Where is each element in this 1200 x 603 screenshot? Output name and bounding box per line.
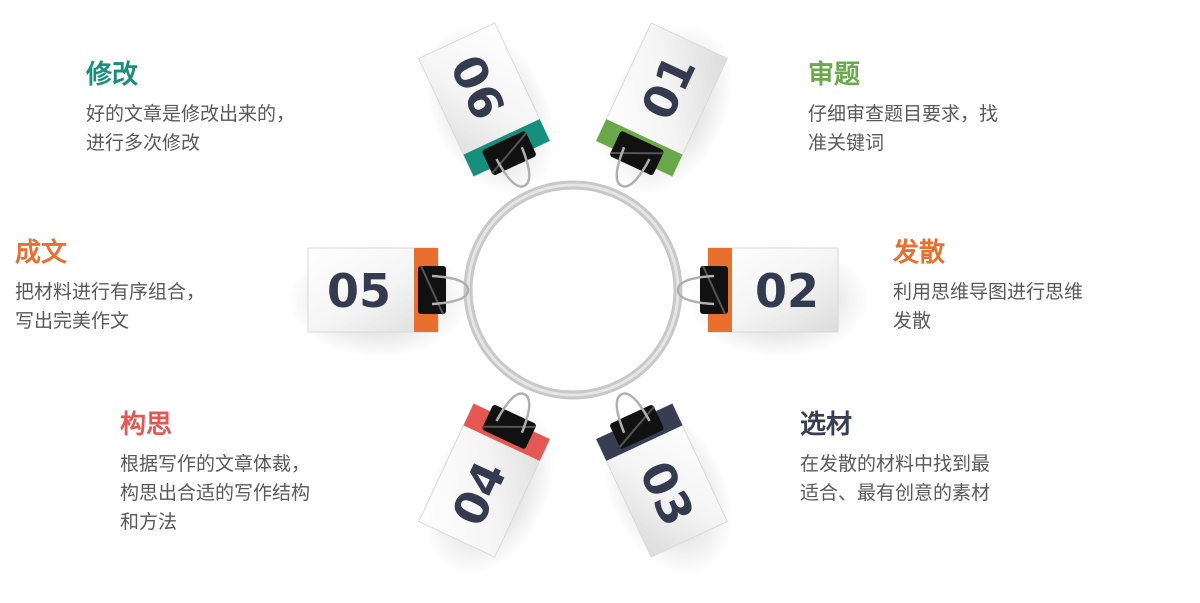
binder-clip-edge — [420, 265, 444, 315]
step-text-03: 选材在发散的材料中找到最 适合、最有创意的素材 — [800, 410, 990, 508]
card-number: 05 — [327, 264, 391, 318]
step-description: 好的文章是修改出来的， 进行多次修改 — [86, 103, 296, 154]
step-card-05: 05 — [307, 247, 470, 333]
binder-clip-handle — [615, 392, 651, 434]
step-text-02: 发散利用思维导图进行思维 发散 — [893, 238, 1083, 336]
step-description: 利用思维导图进行思维 发散 — [893, 281, 1084, 332]
central-ring-highlight — [466, 183, 680, 397]
step-description: 仔细审查题目要求，找 准关键词 — [808, 103, 999, 154]
step-title: 审题 — [808, 60, 861, 90]
binder-clip-handle — [495, 392, 531, 434]
step-card-04: 04 — [418, 392, 551, 558]
step-description: 根据写作的文章体裁， 构思出合适的写作结构 和方法 — [120, 453, 311, 533]
step-title: 选材 — [800, 410, 853, 440]
binder-clip-edge — [491, 132, 528, 174]
binder-clip-handle — [676, 274, 715, 306]
step-description: 把材料进行有序组合， 写出完美作文 — [15, 281, 206, 332]
step-text-04: 构思根据写作的文章体裁， 构思出合适的写作结构 和方法 — [120, 410, 310, 537]
step-text-06: 修改好的文章是修改出来的， 进行多次修改 — [86, 60, 295, 158]
binder-clip-handle — [495, 146, 531, 188]
step-card-02: 02 — [676, 247, 839, 333]
step-title: 修改 — [86, 60, 139, 90]
step-card-01: 01 — [595, 22, 728, 188]
step-description: 在发散的材料中找到最 适合、最有创意的素材 — [800, 453, 991, 504]
step-card-06: 06 — [418, 22, 551, 188]
binder-clip-handle — [615, 146, 651, 188]
binder-clip-handle — [431, 274, 470, 306]
step-text-01: 审题仔细审查题目要求，找 准关键词 — [808, 60, 998, 158]
step-title: 构思 — [120, 410, 173, 440]
binder-clip-edge — [482, 425, 536, 429]
binder-clip-edge — [618, 406, 655, 448]
card-number: 02 — [755, 264, 819, 318]
binder-clip-edge — [610, 151, 664, 155]
step-title: 成文 — [15, 238, 68, 268]
step-text-05: 成文把材料进行有序组合， 写出完美作文 — [15, 238, 205, 336]
step-card-03: 03 — [595, 392, 728, 558]
card-group: 01 02 03 04 05 06 — [307, 22, 839, 558]
step-title: 发散 — [893, 238, 946, 268]
binder-clip-edge — [702, 265, 726, 315]
